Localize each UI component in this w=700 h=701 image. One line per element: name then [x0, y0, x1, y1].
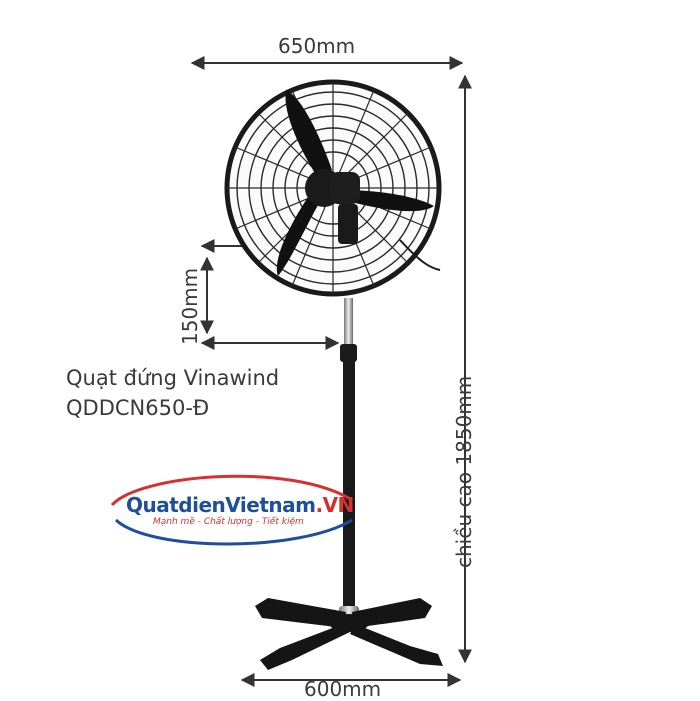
fan-stand: [255, 298, 443, 670]
fan-neck: [338, 204, 358, 244]
pole-upper: [344, 298, 353, 348]
logo-part3: .VN: [315, 493, 354, 517]
logo-part1: Quatdien: [126, 493, 226, 517]
pole-collar: [340, 344, 357, 362]
logo-swoosh: [110, 474, 353, 546]
pole-lower: [343, 360, 355, 612]
fan-head: [224, 79, 442, 297]
mount-offset-label: 150mm: [178, 267, 202, 345]
logo-tagline: Mạnh mẽ - Chất lượng - Tiết kiệm: [153, 517, 304, 527]
logo-part2: Vietnam: [225, 493, 316, 517]
fan-blades: [276, 90, 434, 276]
base-width-label: 600mm: [304, 677, 382, 701]
width-dimension-label: 650mm: [278, 34, 356, 58]
product-model: QDDCN650-Đ: [66, 396, 210, 420]
fan-motor: [330, 172, 360, 204]
fan-cord: [399, 239, 441, 271]
cross-base: [255, 598, 443, 670]
product-name: Quạt đứng Vinawind: [66, 366, 280, 390]
brand-logo: QuatdienVietnam.VN: [126, 493, 354, 517]
height-dimension-label: chiều cao 1850mm: [452, 375, 476, 568]
